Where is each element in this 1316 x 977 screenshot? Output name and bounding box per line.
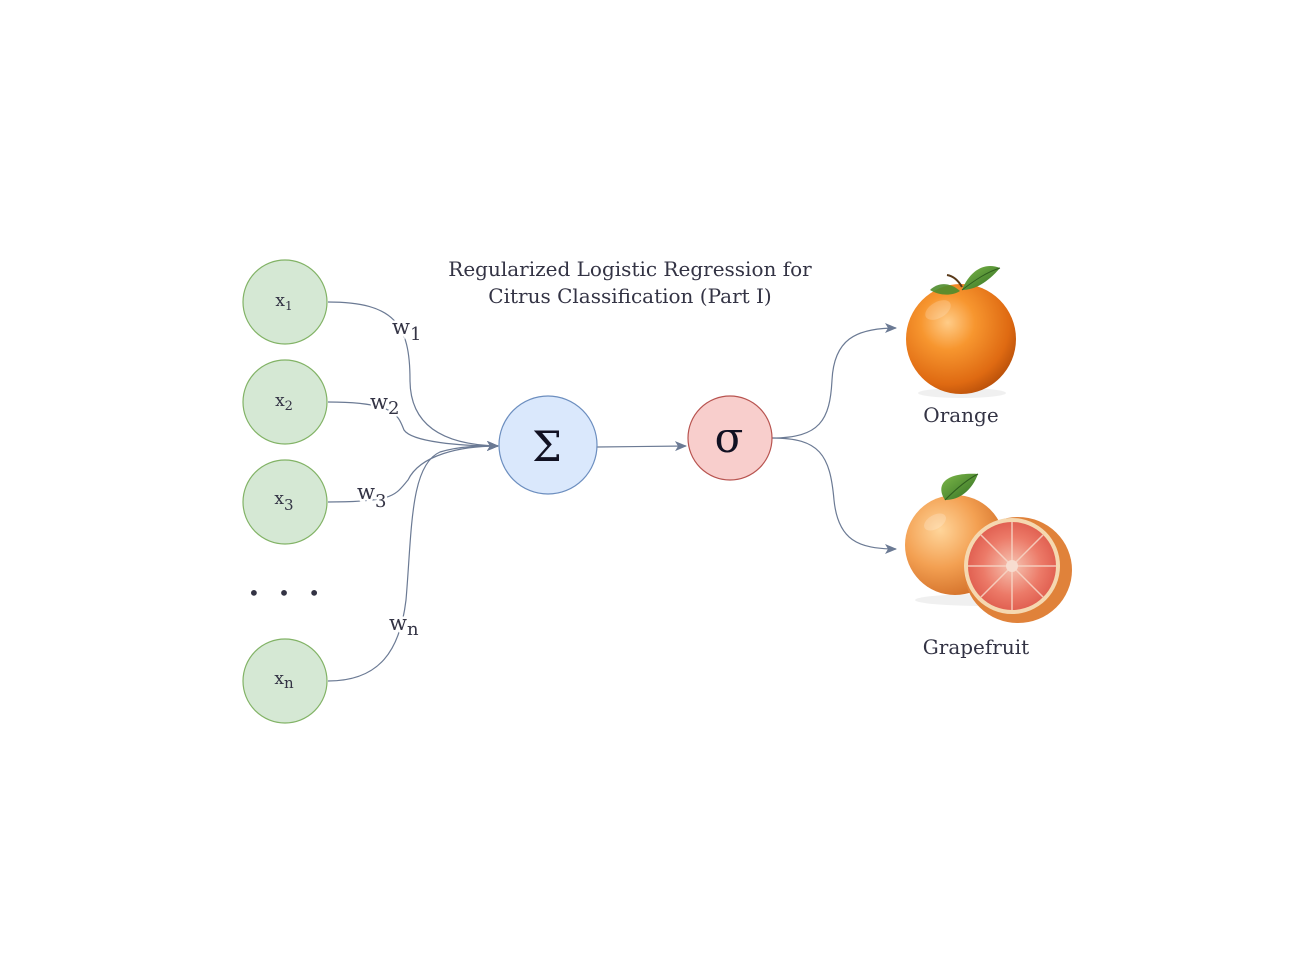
sum-symbol: Σ <box>532 422 562 471</box>
output-label-orange: Orange <box>923 403 998 427</box>
input-label-x1: x1 <box>275 291 292 313</box>
input-edges <box>327 301 499 682</box>
input-node-x1: x1 <box>242 259 328 345</box>
edge-sum-sigmoid <box>596 441 687 452</box>
edge-x3-sum <box>327 441 499 503</box>
edge-xn-sum <box>327 441 499 682</box>
weight-labels: w1 w2 w3 wn <box>355 313 424 643</box>
output-edges <box>771 323 897 554</box>
grapefruit-image <box>905 473 1072 623</box>
diagram-title-line1: Regularized Logistic Regression for <box>448 257 812 281</box>
output-label-grapefruit: Grapefruit <box>923 635 1029 659</box>
edge-sigmoid-orange <box>771 323 897 439</box>
input-node-x2: x2 <box>242 359 328 445</box>
sum-node: Σ <box>498 395 598 495</box>
input-ellipsis: • • • <box>248 581 326 605</box>
input-label-xn: xn <box>274 669 294 692</box>
edge-sigmoid-grapefruit <box>771 437 897 554</box>
sigmoid-node: σ <box>687 395 773 481</box>
orange-image <box>906 266 1016 398</box>
edge-x1-sum <box>327 301 499 451</box>
weight-label-wn: wn <box>389 611 419 640</box>
input-node-x3: x3 <box>242 459 328 545</box>
weight-label-w3: w3 <box>357 480 386 512</box>
weight-label-w1: w1 <box>392 315 421 345</box>
input-label-x3: x3 <box>274 489 293 514</box>
sigmoid-symbol: σ <box>715 413 744 462</box>
input-label-x2: x2 <box>275 391 293 414</box>
diagram-title-line2: Citrus Classification (Part I) <box>488 284 771 308</box>
weight-label-w2: w2 <box>370 390 399 419</box>
edge-x2-sum <box>327 401 499 451</box>
input-node-xn: xn <box>242 638 328 724</box>
